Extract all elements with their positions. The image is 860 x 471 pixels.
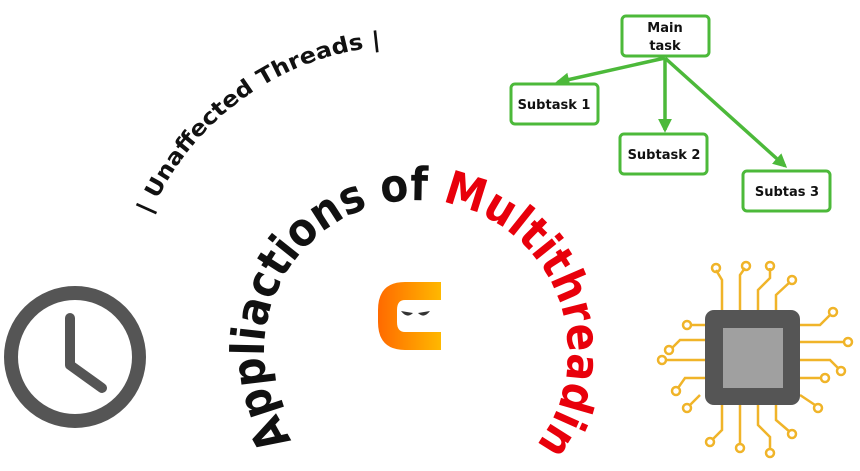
cpu-chip-core bbox=[723, 328, 783, 388]
cpu-chip-icon bbox=[656, 260, 854, 459]
svg-text:Subtas 3: Subtas 3 bbox=[755, 185, 819, 200]
task-tree-diagram: Main task Subtask 1 Subtask 2 Subtas 3 bbox=[509, 14, 832, 213]
svg-text:Subtask 1: Subtask 1 bbox=[518, 98, 591, 113]
clock-icon bbox=[4, 286, 146, 428]
svg-text:Subtask 2: Subtask 2 bbox=[628, 148, 701, 163]
node-subtask-2: Subtask 2 bbox=[618, 132, 709, 176]
svg-text:Main: Main bbox=[647, 21, 682, 36]
edge-to-subtask-1 bbox=[555, 56, 666, 87]
ninja-c-logo bbox=[378, 282, 441, 350]
node-subtask-1: Subtask 1 bbox=[509, 82, 600, 126]
svg-text:task: task bbox=[649, 39, 681, 54]
edge-to-subtask-3 bbox=[663, 56, 788, 168]
node-main-task: Main task bbox=[620, 14, 711, 58]
node-subtask-3: Subtas 3 bbox=[741, 169, 832, 213]
title-part-1: Appliactions of bbox=[221, 157, 447, 462]
